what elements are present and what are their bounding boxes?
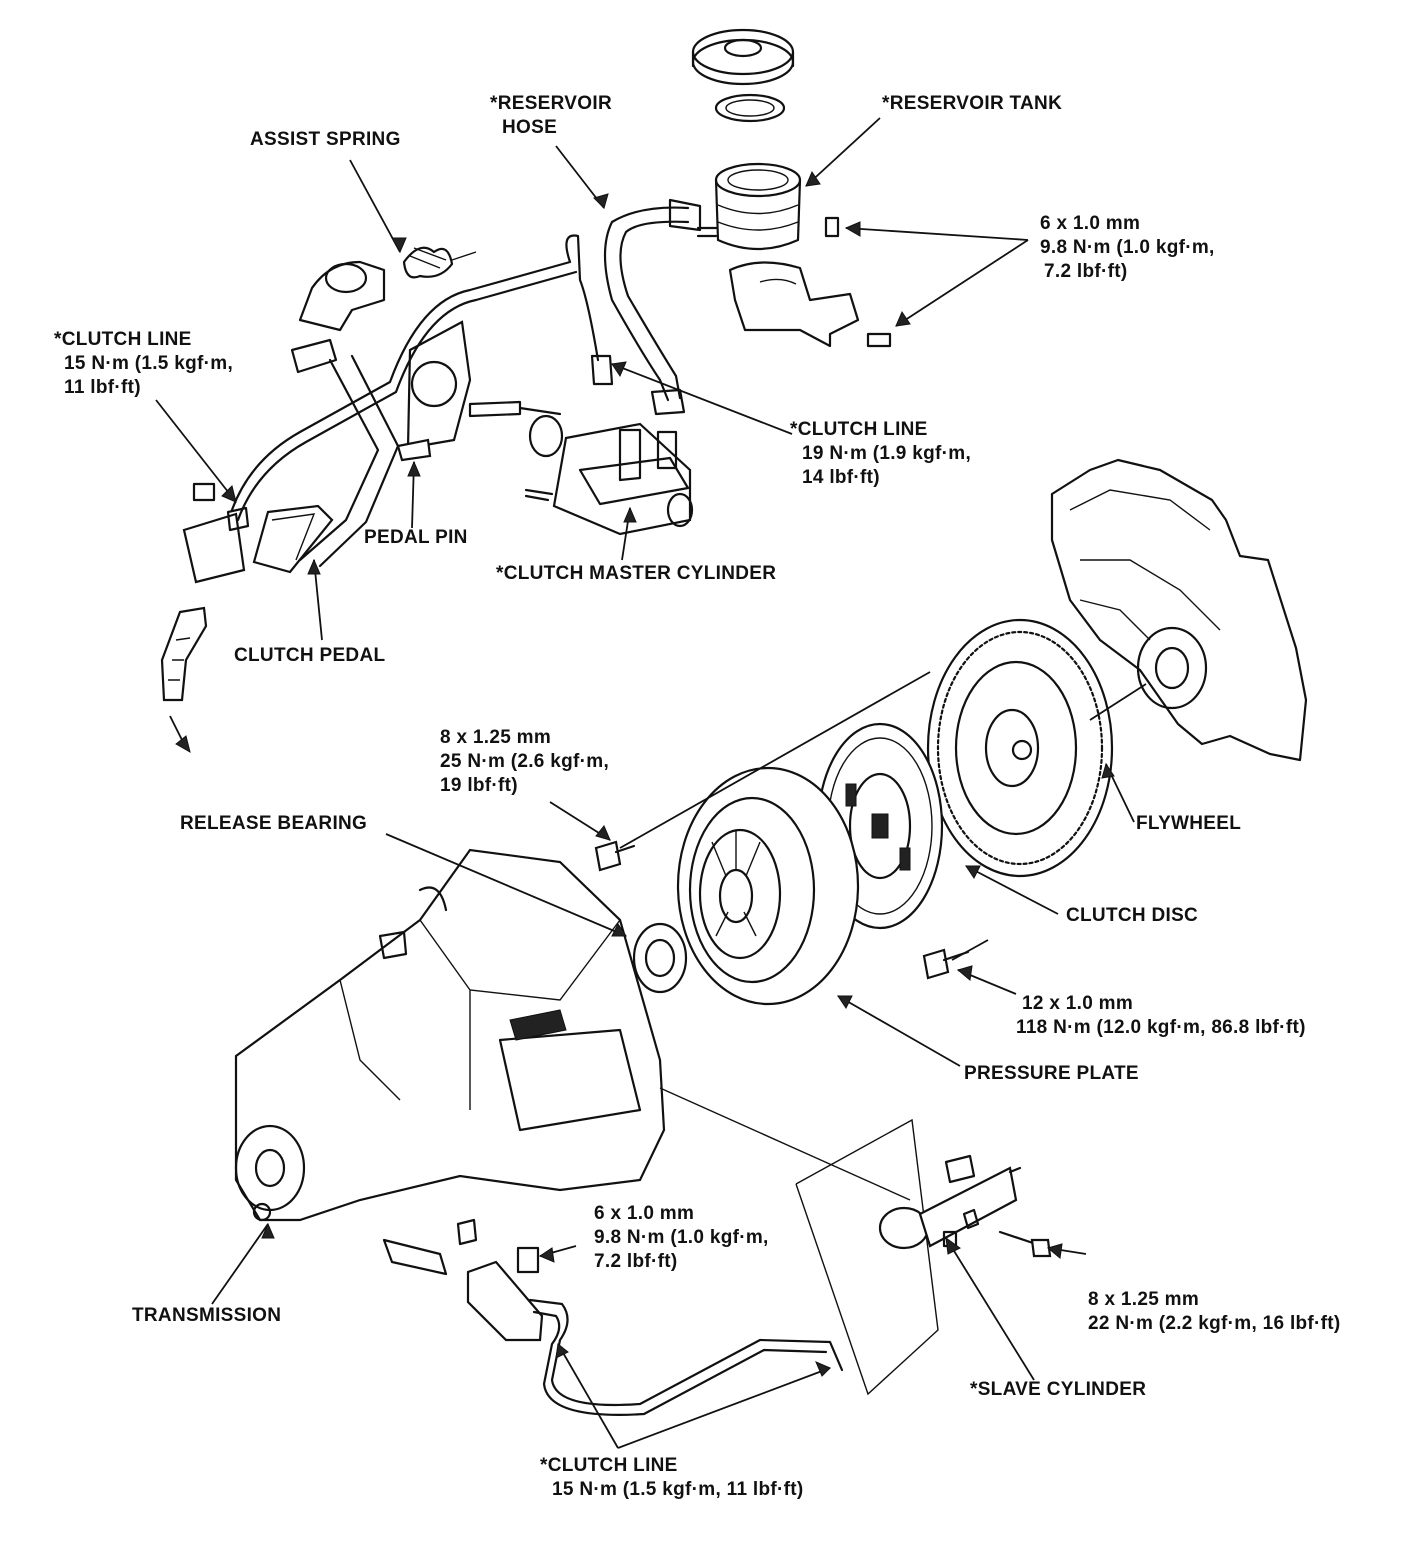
label-line: 25 N·m (2.6 kgf·m, — [440, 751, 610, 772]
label-assist-spring: ASSIST SPRING — [250, 128, 401, 152]
label-line: *SLAVE CYLINDER — [970, 1379, 1147, 1400]
pressure-plate — [676, 766, 860, 1006]
reservoir-tank — [696, 162, 802, 251]
label-clutch-line-lower: *CLUTCH LINE 15 N·m (1.5 kgf·m, 11 lbf·f… — [540, 1454, 804, 1502]
arrowheads — [221, 170, 1115, 1377]
label-line: 22 N·m (2.2 kgf·m, 16 lbf·ft) — [1088, 1313, 1341, 1334]
label-line: 9.8 N·m (1.0 kgf·m, — [594, 1227, 769, 1248]
label-line: 19 lbf·ft) — [440, 775, 518, 796]
label-line: 15 N·m (1.5 kgf·m, — [64, 353, 234, 374]
reservoir-cap — [691, 28, 795, 86]
label-line: ASSIST SPRING — [250, 129, 401, 150]
pedal-bracket — [290, 260, 386, 374]
label-line: 11 lbf·ft) — [64, 377, 141, 398]
label-line: PEDAL PIN — [364, 527, 468, 548]
label-line: HOSE — [502, 117, 558, 138]
label-line: 7.2 lbf·ft) — [594, 1251, 678, 1272]
label-pressure-plate-bolt-spec: 8 x 1.25 mm 25 N·m (2.6 kgf·m, 19 lbf·ft… — [440, 726, 609, 798]
label-line: 12 x 1.0 mm — [1022, 993, 1134, 1014]
clutch-line-fitting-master — [590, 354, 614, 386]
release-bearing — [632, 922, 688, 994]
label-flywheel: FLYWHEEL — [1136, 812, 1241, 836]
transmission-case — [234, 848, 666, 1222]
reservoir-bracket — [728, 216, 892, 348]
label-line: 9.8 N·m (1.0 kgf·m, — [1040, 237, 1215, 258]
clutch-line-fitting-left — [182, 482, 250, 584]
lower-clutch-line-bracket — [456, 1218, 544, 1342]
label-line: *CLUTCH MASTER CYLINDER — [496, 563, 777, 584]
slave-cylinder-bolt — [998, 1230, 1052, 1258]
label-clutch-line-upper-left: *CLUTCH LINE 15 N·m (1.5 kgf·m, 11 lbf·f… — [54, 328, 233, 400]
slave-cylinder — [878, 1154, 1022, 1250]
label-line: 6 x 1.0 mm — [594, 1203, 695, 1224]
transmission-fitting-left — [382, 1238, 448, 1276]
label-line: 15 N·m (1.5 kgf·m, 11 lbf·ft) — [552, 1479, 804, 1500]
reservoir-hose — [603, 198, 702, 416]
label-line: PRESSURE PLATE — [964, 1063, 1139, 1084]
label-flywheel-bolt-spec: 12 x 1.0 mm 118 N·m (12.0 kgf·m, 86.8 lb… — [1016, 992, 1306, 1040]
label-line: *CLUTCH LINE — [790, 419, 928, 440]
label-slave-bolt-spec: 8 x 1.25 mm 22 N·m (2.2 kgf·m, 16 lbf·ft… — [1088, 1288, 1341, 1336]
leader-lines — [155, 117, 1147, 1449]
label-pedal-pin: PEDAL PIN — [364, 526, 468, 550]
clutch-switch — [160, 606, 208, 702]
label-line: 14 lbf·ft) — [802, 467, 880, 488]
label-line: *RESERVOIR TANK — [882, 93, 1063, 114]
pedal-pin — [396, 438, 432, 462]
label-transmission: TRANSMISSION — [132, 1304, 281, 1328]
pressure-plate-bolt — [594, 840, 636, 872]
label-clutch-pedal: CLUTCH PEDAL — [234, 644, 385, 668]
label-release-bearing: RELEASE BEARING — [180, 812, 367, 836]
label-line: CLUTCH DISC — [1066, 905, 1199, 926]
label-line: TRANSMISSION — [132, 1305, 282, 1326]
label-line: 118 N·m (12.0 kgf·m, 86.8 lbf·ft) — [1016, 1017, 1306, 1038]
label-line: 19 N·m (1.9 kgf·m, — [802, 443, 972, 464]
clutch-master-cylinder — [468, 400, 694, 536]
label-line: *CLUTCH LINE — [54, 329, 192, 350]
lower-clutch-line — [528, 1298, 844, 1416]
label-line: RELEASE BEARING — [180, 813, 368, 834]
label-tank-bolt-spec: 6 x 1.0 mm 9.8 N·m (1.0 kgf·m, 7.2 lbf·f… — [1040, 212, 1215, 284]
reservoir-seal — [714, 93, 786, 123]
label-pressure-plate: PRESSURE PLATE — [964, 1062, 1139, 1086]
upper-clutch-line — [230, 234, 600, 522]
clutch-pedal-arm — [252, 354, 400, 574]
label-bracket-bolt-spec: 6 x 1.0 mm 9.8 N·m (1.0 kgf·m, 7.2 lbf·f… — [594, 1202, 769, 1274]
slave-cylinder-inset — [659, 1087, 939, 1396]
label-clutch-disc: CLUTCH DISC — [1066, 904, 1198, 928]
label-slave-cylinder: *SLAVE CYLINDER — [970, 1378, 1146, 1402]
engine-block — [1050, 458, 1308, 762]
label-line: FLYWHEEL — [1136, 813, 1242, 834]
flywheel — [926, 618, 1114, 878]
curved-arrow — [169, 715, 191, 754]
label-clutch-master-cylinder: *CLUTCH MASTER CYLINDER — [496, 562, 776, 586]
label-line: 8 x 1.25 mm — [1088, 1289, 1200, 1310]
label-reservoir-tank: *RESERVOIR TANK — [882, 92, 1062, 116]
label-reservoir-hose: *RESERVOIR HOSE — [490, 92, 612, 140]
label-line: CLUTCH PEDAL — [234, 645, 386, 666]
label-line: 6 x 1.0 mm — [1040, 213, 1141, 234]
label-line: *CLUTCH LINE — [540, 1455, 678, 1476]
label-line: 7.2 lbf·ft) — [1044, 261, 1128, 282]
label-line: 8 x 1.25 mm — [440, 727, 552, 748]
label-clutch-line-master: *CLUTCH LINE 19 N·m (1.9 kgf·m, 14 lbf·f… — [790, 418, 971, 490]
assist-spring — [402, 246, 477, 279]
master-cylinder-mount-plate — [406, 320, 472, 450]
label-line: *RESERVOIR — [490, 93, 612, 114]
